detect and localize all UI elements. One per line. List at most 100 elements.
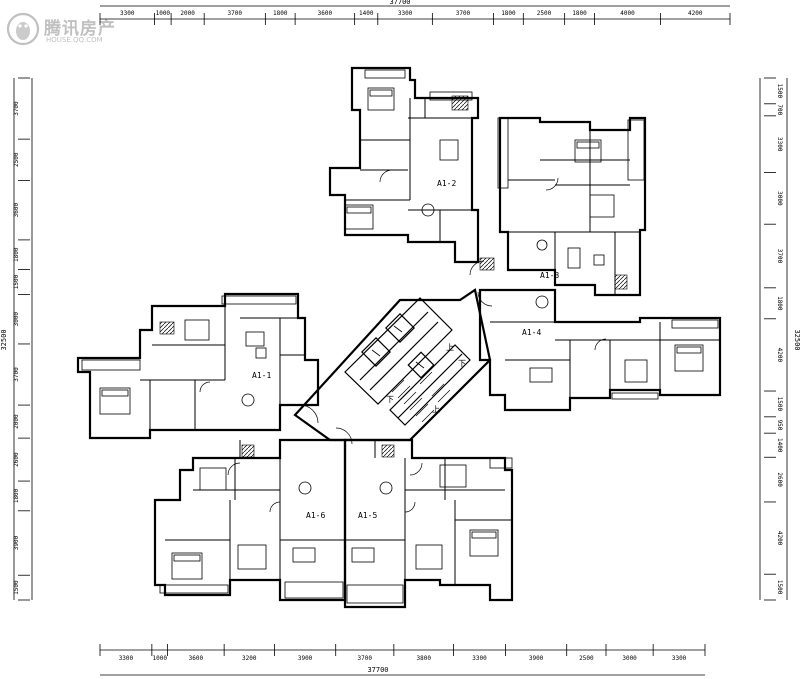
right-total-label: 32500 — [793, 329, 800, 350]
sofa-icon — [245, 331, 265, 347]
bed-icon — [624, 359, 648, 383]
dining-table-icon — [241, 393, 255, 407]
top-dim-label: 1800 — [273, 10, 288, 17]
elevator-stair-core — [344, 297, 471, 426]
left-dim-label: 2500 — [13, 152, 20, 167]
left-total-label: 32500 — [0, 329, 8, 350]
tv-icon — [255, 347, 267, 359]
unit-label-a1-3: A1-3 — [540, 271, 559, 280]
top-dim-label: 3700 — [456, 10, 471, 17]
left-dim-label: 1500 — [13, 580, 20, 595]
bottom-dim-label: 3800 — [416, 655, 431, 662]
right-dim-label: 1800 — [776, 296, 783, 311]
top-dim-label: 2500 — [537, 10, 552, 17]
bed-icon — [439, 464, 467, 488]
top-dim-label: 3300 — [120, 10, 135, 17]
tv-icon — [593, 254, 605, 266]
unit-label-a1-4: A1-4 — [522, 328, 541, 337]
bottom-dim-label: 2500 — [579, 655, 594, 662]
stair-mark: 上 — [446, 343, 454, 352]
left-dim-label: 1500 — [13, 274, 20, 289]
balconies — [81, 69, 719, 604]
stair-mark: 下 — [386, 395, 394, 404]
right-dim-label: 4200 — [776, 348, 783, 363]
elevator-1-icon — [361, 337, 391, 367]
top-dim-label: 4200 — [688, 10, 703, 17]
bed-icon — [589, 194, 615, 218]
top-dim-label: 1000 — [156, 10, 171, 17]
interior-partitions — [140, 98, 720, 585]
left-dim-label: 3700 — [13, 367, 20, 382]
bottom-dim-label: 3300 — [119, 655, 134, 662]
sofa-icon — [292, 547, 316, 563]
unit-label-a1-2: A1-2 — [437, 179, 456, 188]
walls — [76, 66, 722, 609]
dining-table-icon — [298, 481, 312, 495]
top-dimension-line: 37700 — [100, 0, 730, 20]
top-dim-label: 4000 — [620, 10, 635, 17]
top-total-label: 37700 — [389, 0, 410, 6]
bed-icon — [237, 544, 267, 570]
right-dim-label: 4200 — [776, 531, 783, 546]
top-dim-label: 1800 — [572, 10, 587, 17]
left-dim-label: 3700 — [13, 101, 20, 116]
bottom-dim-label: 3600 — [189, 655, 204, 662]
bottom-dim-label: 3000 — [622, 655, 637, 662]
top-dim-label: 3600 — [318, 10, 333, 17]
right-dim-label: 2600 — [776, 472, 783, 487]
bottom-dim-label: 3300 — [672, 655, 687, 662]
watermark: 腾讯房产 HOUSE.QQ.COM — [6, 12, 116, 48]
right-dim-label: 3300 — [776, 137, 783, 152]
dining-table-icon — [536, 239, 548, 251]
bottom-dim-label: 3300 — [472, 655, 487, 662]
door-swings — [199, 169, 607, 513]
dining-table-icon — [535, 295, 549, 309]
unit-label-a1-6: A1-6 — [306, 511, 325, 520]
unit-label-a1-1: A1-1 — [252, 371, 271, 380]
unit-label-a1-5: A1-5 — [358, 511, 377, 520]
elevator-3-icon — [407, 351, 435, 379]
service-shafts — [159, 95, 628, 458]
right-dim-label: 1400 — [776, 438, 783, 453]
bottom-dimension-line: 37700 — [100, 649, 705, 676]
left-dim-label: 2000 — [13, 414, 20, 429]
stair-mark: 下 — [458, 359, 466, 368]
bed-icon — [574, 139, 602, 163]
right-dim-label: 1500 — [776, 580, 783, 595]
bed-icon — [674, 344, 704, 372]
sofa-icon — [439, 139, 459, 161]
left-dim-label: 1800 — [13, 247, 20, 262]
bed-icon — [184, 319, 210, 341]
bottom-dim-label: 3700 — [358, 655, 373, 662]
left-dim-label: 1800 — [13, 488, 20, 503]
unit-labels: A1-2 A1-3 A1-4 A1-1 A1-6 A1-5 — [252, 179, 559, 520]
left-dim-label: 3600 — [13, 203, 20, 218]
bottom-dim-label: 3900 — [529, 655, 544, 662]
sofa-icon — [351, 547, 375, 563]
top-dim-label: 3300 — [398, 10, 413, 17]
left-dimension-line: 32500 — [0, 78, 33, 600]
sofa-icon — [529, 367, 553, 383]
bed-icon — [344, 204, 374, 230]
bottom-total-label: 37700 — [367, 666, 388, 674]
top-dim-label: 3700 — [228, 10, 243, 17]
bed-icon — [469, 529, 499, 557]
left-dim-label: 3900 — [13, 535, 20, 550]
bed-icon — [199, 467, 227, 491]
dining-table-icon — [421, 203, 435, 217]
dining-table-icon — [379, 481, 393, 495]
bottom-dim-label: 3900 — [298, 655, 313, 662]
bottom-dim-label: 3200 — [242, 655, 257, 662]
bed-icon — [415, 544, 443, 570]
left-dim-label: 2600 — [13, 452, 20, 467]
furniture — [99, 87, 704, 580]
right-dim-label: 3700 — [776, 249, 783, 264]
top-dim-label: 1800 — [501, 10, 516, 17]
penguin-logo-icon — [6, 12, 40, 46]
right-dimension-line: 32500 — [759, 78, 800, 600]
bottom-dim-label: 1000 — [152, 655, 167, 662]
top-dim-label: 2000 — [180, 10, 195, 17]
bed-icon — [171, 552, 203, 580]
right-dim-label: 950 — [776, 420, 783, 431]
